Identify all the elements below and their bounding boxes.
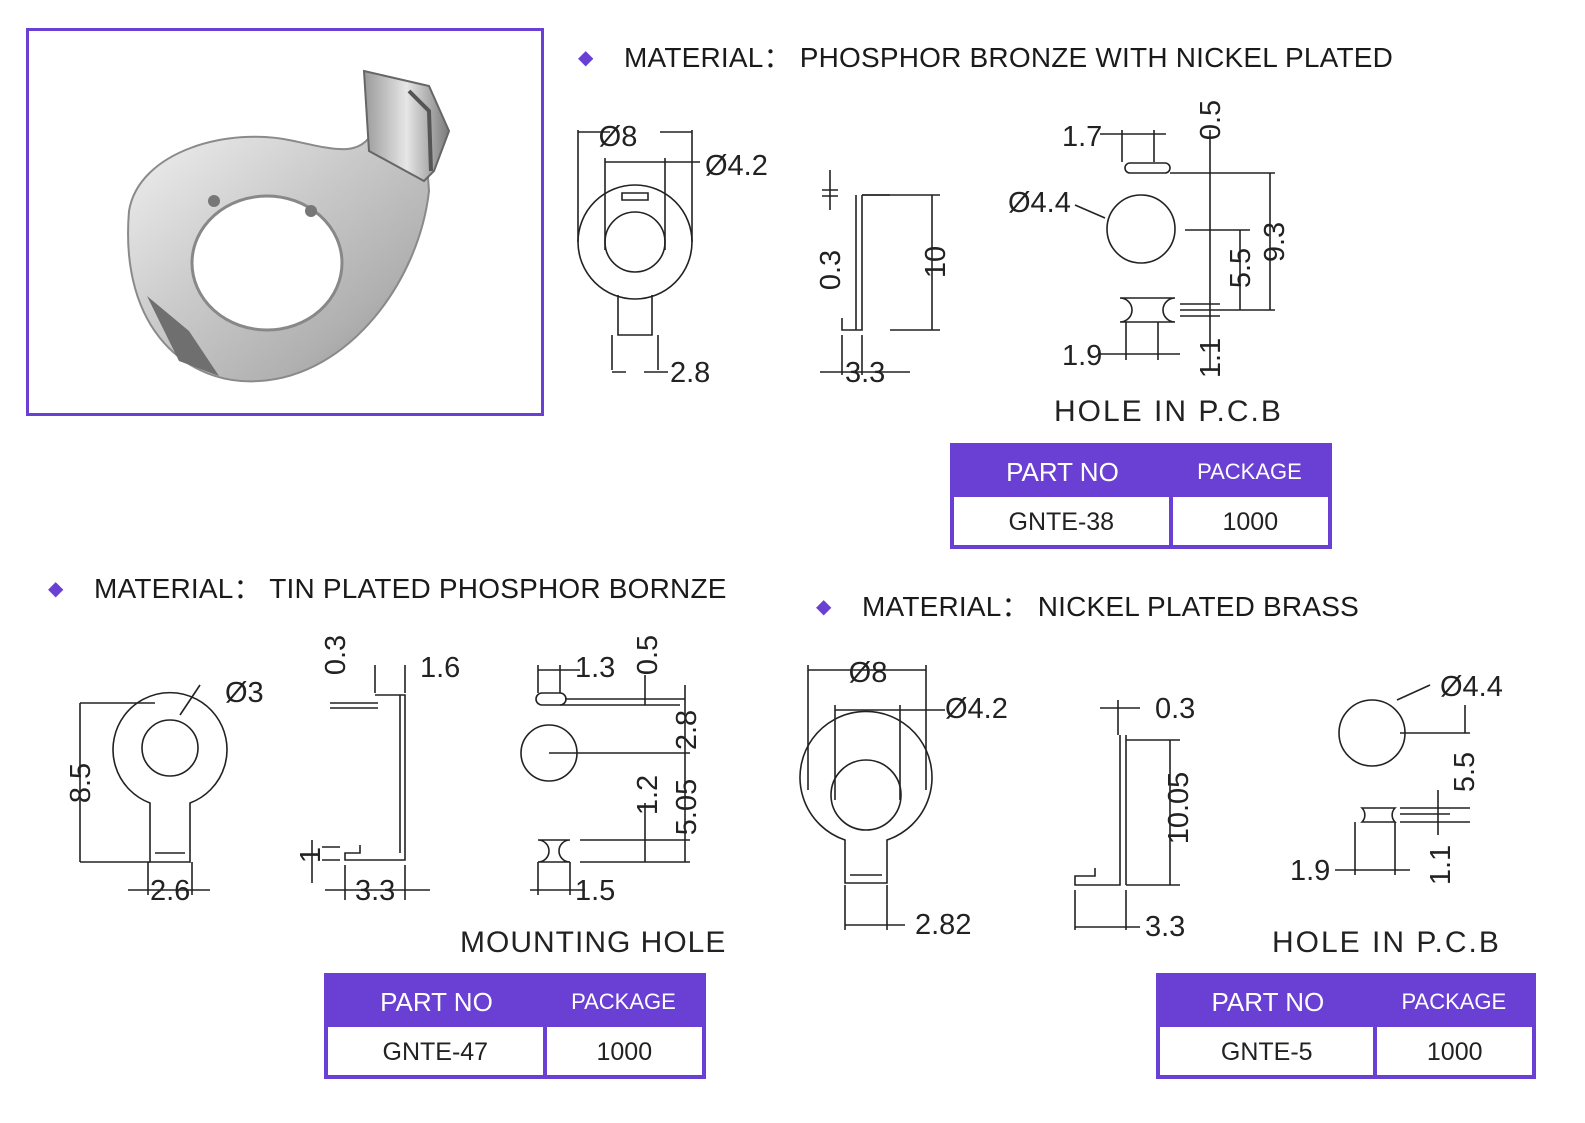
left-drawing: Ø3 8.5 2.6 0.3 1.6 1 3.3 1.3 0.5 2.8 1.2… [65, 635, 703, 907]
package-value: 1000 [596, 1037, 653, 1066]
dim-0-3: 0.3 [1155, 693, 1195, 725]
table-header-row: PART NO PACKAGE [328, 977, 702, 1027]
dim-1-1: 1.1 [1195, 338, 1227, 378]
header-package: PACKAGE [571, 989, 676, 1014]
dim-5-05: 5.05 [671, 779, 703, 835]
dim-2-8: 2.8 [671, 710, 703, 750]
part-table-left: PART NO PACKAGE GNTE-47 1000 [324, 973, 706, 1079]
header-package: PACKAGE [1197, 459, 1302, 484]
dim-1-3: 1.3 [575, 652, 615, 684]
dim-1-2: 1.2 [632, 775, 664, 815]
dim-3-3: 3.3 [355, 875, 395, 907]
dim-0-3: 0.3 [320, 635, 352, 675]
part-no-value: GNTE-38 [954, 497, 1173, 547]
dim-1: 1 [295, 847, 327, 863]
top-drawing: Ø8 Ø4.2 2.8 0.3 10 3.3 1.7 0.5 Ø4.4 9.3 … [577, 100, 1291, 389]
material-heading-top: ◆MATERIAL： PHOSPHOR BRONZE WITH NICKEL P… [578, 42, 1394, 73]
dim-diameter-8: Ø8 [599, 121, 638, 153]
dim-width-2-8: 2.8 [670, 357, 710, 389]
part-no-value: GNTE-47 [328, 1027, 547, 1077]
dim-2-82: 2.82 [915, 909, 971, 941]
dim-diameter-8: Ø8 [849, 657, 888, 689]
dim-diameter-4-4: Ø4.4 [1008, 187, 1071, 219]
dim-thickness-0-3: 0.3 [815, 250, 847, 290]
header-package: PACKAGE [1401, 989, 1507, 1014]
package-value: 1000 [1426, 1037, 1483, 1066]
table-row: GNTE-47 1000 [328, 1027, 702, 1077]
diamond-bullet-icon: ◆ [816, 596, 832, 618]
lug-terminal-photo [127, 69, 451, 383]
dim-5-5: 5.5 [1225, 248, 1257, 288]
dim-1-6: 1.6 [420, 652, 460, 684]
header-part-no: PART NO [1211, 986, 1325, 1017]
header-part-no: PART NO [380, 986, 493, 1017]
table-header-row: PART NO PACKAGE [954, 447, 1328, 497]
table-row: GNTE-5 1000 [1160, 1027, 1532, 1077]
dim-1-5: 1.5 [575, 875, 615, 907]
part-table-top: PART NO PACKAGE GNTE-38 1000 [950, 443, 1332, 549]
dim-height-10: 10 [920, 246, 952, 278]
dim-width-3-3: 3.3 [845, 357, 885, 389]
dim-diameter-4-2: Ø4.2 [945, 693, 1008, 725]
part-no-value: GNTE-5 [1160, 1027, 1378, 1077]
dim-0-5: 0.5 [632, 635, 664, 675]
material-heading-right: ◆MATERIAL： NICKEL PLATED BRASS [816, 591, 1359, 622]
material-heading-left: ◆MATERIAL： TIN PLATED PHOSPHOR BORNZE [48, 573, 727, 604]
dim-10-05: 10.05 [1163, 772, 1195, 845]
part-table-right: PART NO PACKAGE GNTE-5 1000 [1156, 973, 1536, 1079]
dim-1-1: 1.1 [1425, 845, 1457, 885]
table-header-row: PART NO PACKAGE [1160, 977, 1532, 1027]
caption-hole-in-pcb-top: HOLE IN P.C.B [1054, 395, 1283, 428]
diamond-bullet-icon: ◆ [578, 47, 594, 69]
dim-1-9: 1.9 [1290, 855, 1330, 887]
dim-2-6: 2.6 [150, 875, 190, 907]
header-part-no: PART NO [1006, 456, 1119, 487]
dim-0-5: 0.5 [1195, 100, 1227, 140]
right-drawing: Ø8 Ø4.2 2.82 0.3 10.05 3.3 Ø4.4 5.5 1.9 … [799, 657, 1503, 943]
dim-5-5: 5.5 [1449, 752, 1481, 792]
product-photo-frame [26, 28, 544, 416]
diamond-bullet-icon: ◆ [48, 578, 64, 600]
dim-9-3: 9.3 [1259, 222, 1291, 262]
caption-hole-in-pcb-right: HOLE IN P.C.B [1272, 926, 1501, 959]
dim-8-5: 8.5 [65, 763, 97, 803]
package-value: 1000 [1222, 507, 1279, 536]
dim-diameter-4-4: Ø4.4 [1440, 671, 1503, 703]
dim-1-7: 1.7 [1062, 121, 1102, 153]
dim-diameter-3: Ø3 [225, 677, 264, 709]
table-row: GNTE-38 1000 [954, 497, 1328, 547]
dim-3-3: 3.3 [1145, 911, 1185, 943]
caption-mounting-hole: MOUNTING HOLE [460, 926, 727, 959]
dim-diameter-4-2: Ø4.2 [705, 150, 768, 182]
dim-1-9: 1.9 [1062, 340, 1102, 372]
